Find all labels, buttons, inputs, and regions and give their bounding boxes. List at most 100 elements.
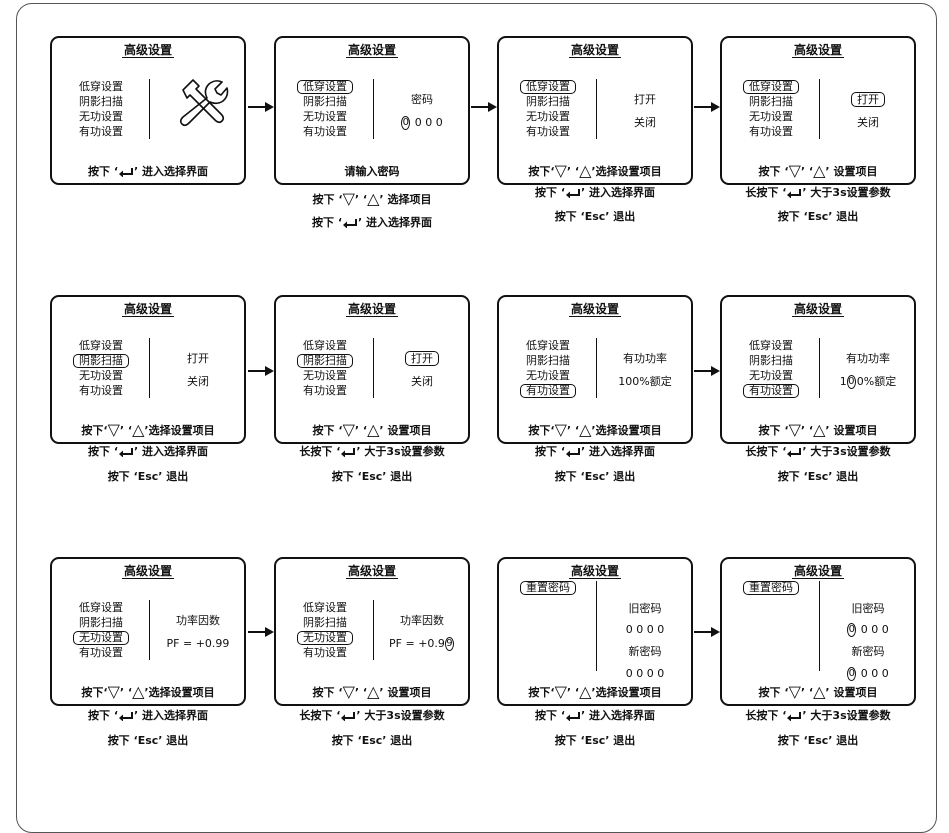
menu-item-reactive[interactable]: 无功设置 <box>303 110 347 123</box>
caption: 按下 ‘Esc’ 退出 <box>554 734 636 747</box>
panel-11: 高级设置 重置密码 旧密码 0 0 0 0 新密码 0 0 0 0 按下‘▽’ … <box>497 557 693 706</box>
menu-item-low-voltage[interactable]: 低穿设置 <box>749 339 793 352</box>
power-factor-label: 功率因数 <box>176 614 220 627</box>
password-area: 密码 0 0 0 0 <box>376 38 468 183</box>
caption: 长按下 ‘’ 大于3s设置参数 <box>745 445 891 458</box>
menu-item-shadow-scan[interactable]: 阴影扫描 <box>526 95 570 108</box>
panel-10: 高级设置 低穿设置 阴影扫描 无功设置 有功设置 功率因数 PF = +0.99… <box>274 557 470 706</box>
option-open[interactable]: 打开 <box>187 352 209 365</box>
menu-item-reactive[interactable]: 无功设置 <box>526 369 570 382</box>
menu-item-low-voltage[interactable]: 低穿设置 <box>79 601 123 614</box>
old-password-value[interactable]: 0 0 0 0 <box>625 623 665 636</box>
menu-item-low-voltage[interactable]: 低穿设置 <box>276 79 374 94</box>
cursor-digit: 0 <box>401 116 411 130</box>
menu-item-active[interactable]: 有功设置 <box>79 125 123 138</box>
menu-item-shadow-scan[interactable]: 阴影扫描 <box>303 616 347 629</box>
option-close[interactable]: 关闭 <box>411 375 433 388</box>
caption: 按下 ‘Esc’ 退出 <box>331 470 413 483</box>
menu-item-active[interactable]: 有功设置 <box>79 646 123 659</box>
menu-item-reactive[interactable]: 无功设置 <box>79 369 123 382</box>
menu-item-active[interactable]: 有功设置 <box>303 125 347 138</box>
menu-item-reactive[interactable]: 无功设置 <box>749 110 793 123</box>
down-triangle-icon: ▽ <box>788 682 801 701</box>
caption: 按下 ‘Esc’ 退出 <box>107 734 189 747</box>
menu-item-shadow-scan[interactable]: 阴影扫描 <box>303 95 347 108</box>
panel-title: 高级设置 <box>121 302 174 317</box>
settings-menu: 低穿设置 阴影扫描 无功设置 有功设置 <box>499 79 597 139</box>
menu-item-shadow-scan[interactable]: 阴影扫描 <box>276 353 374 368</box>
option-open[interactable]: 打开 <box>376 351 468 366</box>
active-power-label: 有功功率 <box>623 352 667 365</box>
power-factor-value[interactable]: PF = +0.99 <box>389 637 454 651</box>
option-open[interactable]: 打开 <box>634 93 656 106</box>
menu-item-low-voltage[interactable]: 低穿设置 <box>526 339 570 352</box>
password-area: 旧密码 0 0 0 0 新密码 0 0 0 0 <box>599 559 691 704</box>
menu-item-reactive[interactable]: 无功设置 <box>749 369 793 382</box>
option-close[interactable]: 关闭 <box>857 116 879 129</box>
menu-item-low-voltage[interactable]: 低穿设置 <box>79 339 123 352</box>
menu-item-low-voltage[interactable]: 低穿设置 <box>499 79 597 94</box>
menu-item-active[interactable]: 有功设置 <box>303 646 347 659</box>
menu-item-active[interactable]: 有功设置 <box>499 383 597 398</box>
option-open[interactable]: 打开 <box>822 92 914 107</box>
panel-title: 高级设置 <box>121 43 174 58</box>
menu-item-active[interactable]: 有功设置 <box>79 384 123 397</box>
menu-item-shadow-scan[interactable]: 阴影扫描 <box>749 95 793 108</box>
menu-item-low-voltage[interactable]: 低穿设置 <box>722 79 820 94</box>
new-password-value[interactable]: 0 0 0 0 <box>847 667 889 681</box>
up-triangle-icon: △ <box>579 161 592 180</box>
down-triangle-icon: ▽ <box>788 161 801 180</box>
menu-item-reset-password[interactable]: 重置密码 <box>722 580 820 595</box>
settings-menu: 重置密码 <box>722 580 820 595</box>
menu-item-low-voltage[interactable]: 低穿设置 <box>303 601 347 614</box>
menu-item-low-voltage[interactable]: 低穿设置 <box>303 339 347 352</box>
panel-1: 高级设置 低穿设置 阴影扫描 无功设置 有功设置 按下 ‘’ 进入选择界面 <box>50 36 246 185</box>
cursor-digit: 0 <box>847 667 857 681</box>
panel-title: 高级设置 <box>791 564 844 579</box>
menu-item-shadow-scan[interactable]: 阴影扫描 <box>79 95 123 108</box>
up-triangle-icon: △ <box>579 682 592 701</box>
panel-footer: 按下 ‘▽’ ‘△’ 设置项目 <box>758 161 878 180</box>
menu-item-shadow-scan[interactable]: 阴影扫描 <box>749 354 793 367</box>
menu-item-low-voltage[interactable]: 低穿设置 <box>79 80 123 93</box>
option-close[interactable]: 关闭 <box>634 116 656 129</box>
right-arrow-icon <box>694 102 720 112</box>
panel-footer: 按下‘▽’ ‘△’选择设置项目 <box>528 161 662 180</box>
enter-key-icon <box>787 712 802 721</box>
menu-item-reactive[interactable]: 无功设置 <box>303 369 347 382</box>
panel-12: 高级设置 重置密码 旧密码 0 0 0 0 新密码 0 0 0 0 按下 ‘▽’… <box>720 557 916 706</box>
divider <box>819 581 820 671</box>
power-factor-value[interactable]: PF = +0.99 <box>166 637 230 650</box>
menu-item-reactive[interactable]: 无功设置 <box>79 110 123 123</box>
menu-item-shadow-scan[interactable]: 阴影扫描 <box>79 616 123 629</box>
menu-item-reactive[interactable]: 无功设置 <box>276 630 374 645</box>
settings-menu: 低穿设置 阴影扫描 无功设置 有功设置 <box>499 338 597 398</box>
caption: 按下 ‘Esc’ 退出 <box>777 210 859 223</box>
menu-item-active[interactable]: 有功设置 <box>526 125 570 138</box>
divider <box>149 600 150 660</box>
option-close[interactable]: 关闭 <box>187 375 209 388</box>
menu-item-active[interactable]: 有功设置 <box>749 125 793 138</box>
new-password-value[interactable]: 0 0 0 0 <box>625 667 665 680</box>
menu-item-reactive[interactable]: 无功设置 <box>52 630 150 645</box>
menu-item-active[interactable]: 有功设置 <box>722 383 820 398</box>
up-triangle-icon: △ <box>367 420 380 439</box>
panel-title: 高级设置 <box>568 302 621 317</box>
menu-item-reset-password[interactable]: 重置密码 <box>499 580 597 595</box>
divider <box>373 600 374 660</box>
password-value[interactable]: 0 0 0 0 <box>401 116 443 130</box>
active-power-label: 有功功率 <box>846 352 890 365</box>
divider <box>149 79 150 139</box>
menu-item-shadow-scan[interactable]: 阴影扫描 <box>52 353 150 368</box>
power-factor-label: 功率因数 <box>400 614 444 627</box>
menu-item-reactive[interactable]: 无功设置 <box>526 110 570 123</box>
cursor-digit: 9 <box>444 637 454 651</box>
menu-item-shadow-scan[interactable]: 阴影扫描 <box>526 354 570 367</box>
old-password-value[interactable]: 0 0 0 0 <box>847 623 889 637</box>
menu-item-active[interactable]: 有功设置 <box>303 384 347 397</box>
right-arrow-icon <box>694 366 720 376</box>
caption: 按下 ‘’ 进入选择界面 <box>534 445 656 458</box>
active-power-value[interactable]: 100%额定 <box>618 375 672 388</box>
